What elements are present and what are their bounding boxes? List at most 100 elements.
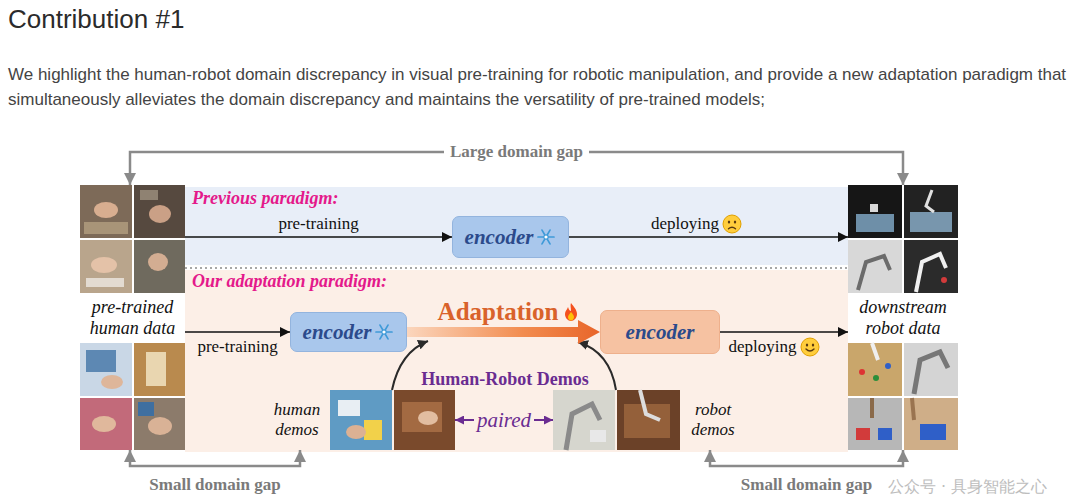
face	[723, 215, 741, 233]
flow-arrow	[185, 331, 290, 333]
photo	[904, 185, 958, 238]
photo	[553, 390, 615, 450]
object	[870, 204, 878, 212]
edge-label: deploying	[651, 214, 742, 234]
robot-arm	[566, 404, 600, 450]
snow-icon	[374, 322, 394, 342]
robot-arm	[858, 256, 890, 290]
photo	[80, 398, 132, 450]
edge-label-text: Small domain gap	[149, 475, 280, 495]
flow-arrow	[185, 236, 452, 238]
robot-arm	[926, 190, 934, 212]
hand	[91, 257, 117, 273]
photo	[848, 343, 902, 396]
robot-arm	[640, 390, 660, 420]
edge-label-text: Small domain gap	[741, 475, 872, 495]
gap-bracket	[130, 450, 300, 466]
gap-bracket	[710, 450, 903, 466]
encoder-label: encoder	[465, 225, 534, 249]
photo	[80, 343, 132, 396]
photo	[80, 240, 132, 293]
robot-photo-grid	[848, 185, 958, 450]
flow-arrow	[569, 236, 848, 238]
photo	[134, 240, 185, 293]
flow-arrow	[720, 331, 848, 333]
hand	[101, 375, 123, 389]
edge-label: Large domain gap	[444, 142, 589, 162]
photo	[848, 398, 902, 450]
snow-icon	[536, 227, 556, 247]
photo	[134, 185, 185, 238]
dotted-separator	[185, 267, 848, 269]
edge-label: paired	[474, 409, 534, 431]
hand	[92, 416, 116, 432]
hand	[148, 417, 172, 435]
snow-ray	[380, 325, 388, 339]
photo	[848, 240, 902, 293]
object	[885, 363, 891, 369]
robot-demo-photos	[553, 390, 680, 450]
band-ground	[185, 270, 848, 452]
snow-core	[544, 235, 548, 239]
face	[801, 338, 819, 356]
fire-icon	[561, 302, 581, 322]
photo-detail	[86, 278, 124, 287]
object	[920, 424, 946, 440]
mouth	[729, 227, 736, 229]
photo	[617, 390, 680, 450]
robot-arm	[914, 352, 948, 394]
hand	[346, 425, 366, 439]
object	[856, 428, 870, 440]
eye	[811, 343, 813, 346]
object	[878, 428, 892, 440]
photo	[134, 398, 185, 450]
edge-label: Adaptation	[438, 298, 582, 326]
object	[859, 369, 865, 375]
edge-label: deploying	[729, 337, 820, 357]
panel-label: pre-trained human data	[80, 297, 185, 339]
group-label: Human-Robot Demos	[421, 368, 589, 390]
photo-detail	[146, 352, 166, 386]
photo	[904, 343, 958, 396]
robot-arm	[872, 343, 878, 360]
demo-label: robot demos	[684, 400, 742, 440]
photo-detail	[140, 190, 158, 200]
table	[624, 404, 670, 438]
object	[941, 277, 947, 283]
watermark: 公众号 · 具身智能之心	[888, 477, 1047, 497]
hand	[149, 205, 171, 223]
photo	[394, 390, 455, 450]
photo	[134, 343, 185, 396]
edge-label-text: pre-training	[197, 337, 277, 357]
encoder-box: encoder	[452, 216, 569, 258]
band-ground	[185, 187, 848, 265]
edge-label-text: Large domain gap	[450, 142, 583, 162]
band-heading: Our adaptation paradigm:	[192, 271, 387, 291]
encoder-box: encoder	[290, 312, 407, 352]
encoder-label: encoder	[626, 320, 695, 344]
edge-label-text: deploying	[651, 214, 719, 234]
flame	[565, 303, 577, 321]
encoder-label: encoder	[303, 320, 372, 344]
flame-core	[568, 312, 574, 321]
snow-core	[382, 330, 386, 334]
page-title: Contribution #1	[8, 2, 184, 36]
demo-label: human demos	[268, 400, 326, 440]
sad-icon	[722, 214, 742, 234]
table	[402, 402, 442, 432]
object	[338, 400, 360, 416]
eye	[805, 343, 807, 346]
snow-ray	[542, 230, 550, 244]
edge-label: Small domain gap	[149, 475, 280, 495]
human-photo-grid	[80, 185, 185, 450]
mouth	[806, 349, 814, 351]
encoder-box: encoder	[600, 310, 720, 354]
hand	[418, 411, 438, 425]
edge-label-text: pre-training	[278, 214, 358, 234]
photo-detail	[138, 402, 154, 416]
edge-label-text: Adaptation	[438, 298, 559, 326]
photo	[330, 390, 392, 450]
hand	[148, 253, 168, 271]
human-demo-photos	[330, 390, 455, 450]
eye	[728, 220, 730, 223]
